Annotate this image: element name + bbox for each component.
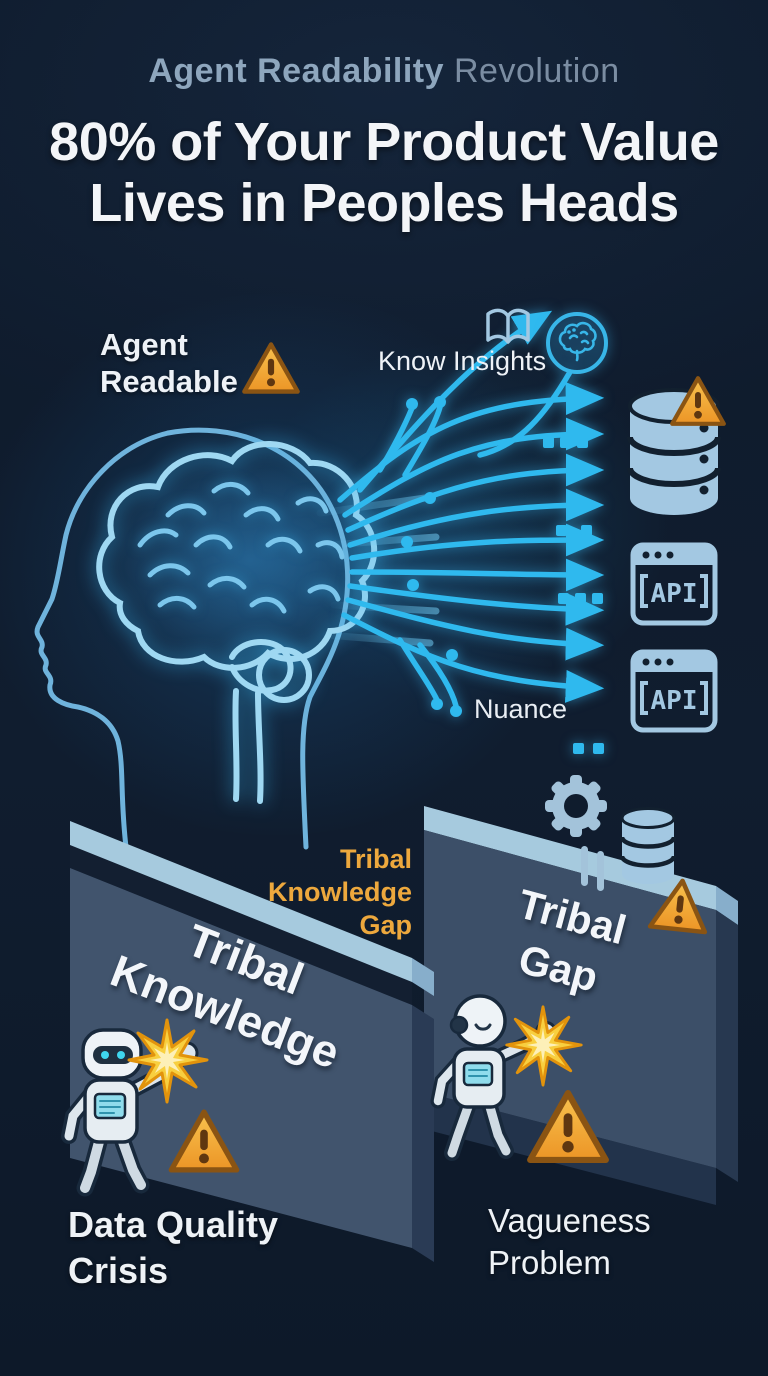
kicker: Agent Readability Revolution [0, 52, 768, 91]
svg-text:API: API [651, 579, 698, 609]
integration-column: API API [627, 388, 721, 733]
tooling-icons [545, 775, 677, 891]
nuance-label: Nuance [474, 694, 568, 724]
head-profile-outline [34, 427, 351, 850]
gear-icon [545, 775, 607, 891]
impact-starburst-right [505, 1005, 583, 1087]
title-line-2: Lives in Peoples Heads [89, 173, 679, 234]
warning-icon-database [670, 376, 726, 426]
warning-icon-left-wall [168, 1109, 240, 1173]
brain-badge-icon [546, 312, 608, 374]
vagueness-problem-caption: Vagueness Problem [488, 1202, 651, 1282]
left-wall [70, 821, 434, 1262]
title-line-1: 80% of Your Product Value [49, 112, 719, 172]
page-title: 80% of Your Product Value Lives in Peopl… [0, 112, 768, 234]
kicker-bold-text: Agent Readability [148, 52, 445, 90]
tribal-knowledge-gap-label: Tribal Knowledge Gap [267, 844, 412, 940]
warning-icon-right-wall [527, 1089, 609, 1164]
know-insights-label: Know Insights [378, 346, 547, 376]
data-flow-lines [337, 310, 605, 754]
kicker-light-text: Revolution [444, 52, 620, 90]
svg-text:API: API [651, 686, 698, 716]
agent-readable-label: Agent Readable [100, 327, 238, 400]
warning-icon-agent-readable [242, 342, 300, 394]
data-quality-crisis-caption: Data Quality Crisis [68, 1204, 279, 1292]
api-window-icon-bottom: API [630, 649, 718, 733]
book-icon [486, 308, 530, 344]
flow-data-squares [543, 437, 604, 754]
robot-right-icon [430, 994, 557, 1161]
api-window-icon-top: API [630, 542, 718, 626]
brain-outline [96, 441, 378, 804]
knowledge-walls [70, 806, 738, 1262]
warning-icon-right-wall-top [647, 878, 708, 935]
database-small-icon [619, 807, 677, 884]
flow-node-dots [401, 396, 462, 717]
impact-starburst-left [127, 1018, 209, 1104]
